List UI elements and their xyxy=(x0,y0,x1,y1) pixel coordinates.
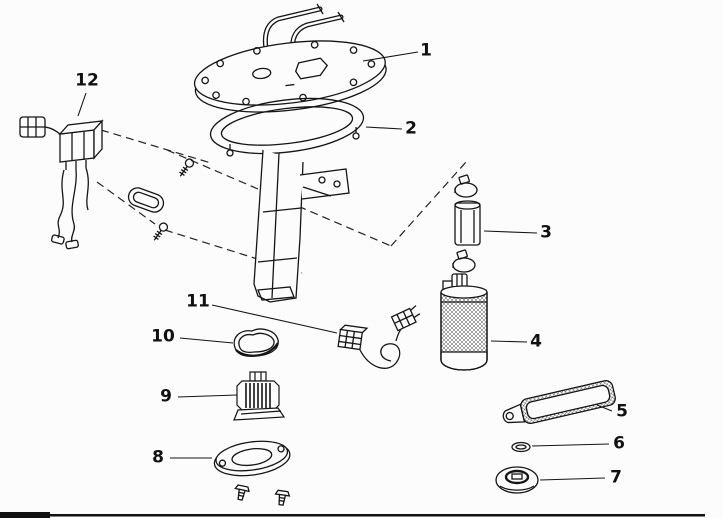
screw-upper xyxy=(179,158,195,177)
part-12-relay-assembly xyxy=(19,116,195,250)
part-4-fuel-pump xyxy=(440,273,488,371)
part-5-strainer xyxy=(502,380,616,425)
bolt-right xyxy=(274,489,291,506)
callout-5: 5 xyxy=(616,401,628,422)
callout-3: 3 xyxy=(540,222,552,243)
callout-9: 9 xyxy=(160,386,172,407)
part-6-oring xyxy=(511,441,531,453)
leader-lines xyxy=(77,51,613,481)
bracket-column xyxy=(253,149,350,303)
part-3-filter-cartridge xyxy=(452,174,481,273)
part-10-cap xyxy=(233,328,279,357)
callout-6: 6 xyxy=(613,433,625,454)
callout-1: 1 xyxy=(420,40,432,61)
callout-7: 7 xyxy=(610,467,622,488)
callout-2: 2 xyxy=(405,118,417,139)
callout-10: 10 xyxy=(151,326,175,347)
callout-11: 11 xyxy=(186,291,210,312)
screw-lower xyxy=(153,222,169,241)
scan-edge xyxy=(0,512,705,518)
part-2-gasket xyxy=(209,97,365,157)
part-9-connector xyxy=(233,371,286,421)
callout-8: 8 xyxy=(152,447,164,468)
callout-4: 4 xyxy=(530,331,542,352)
part-7-grommet xyxy=(495,466,539,494)
part-11-harness xyxy=(337,305,421,369)
bolt-left xyxy=(234,484,250,501)
callout-12: 12 xyxy=(75,70,99,91)
part-8-mounting-flange xyxy=(213,440,291,506)
part-1-flange-plate xyxy=(193,3,387,113)
